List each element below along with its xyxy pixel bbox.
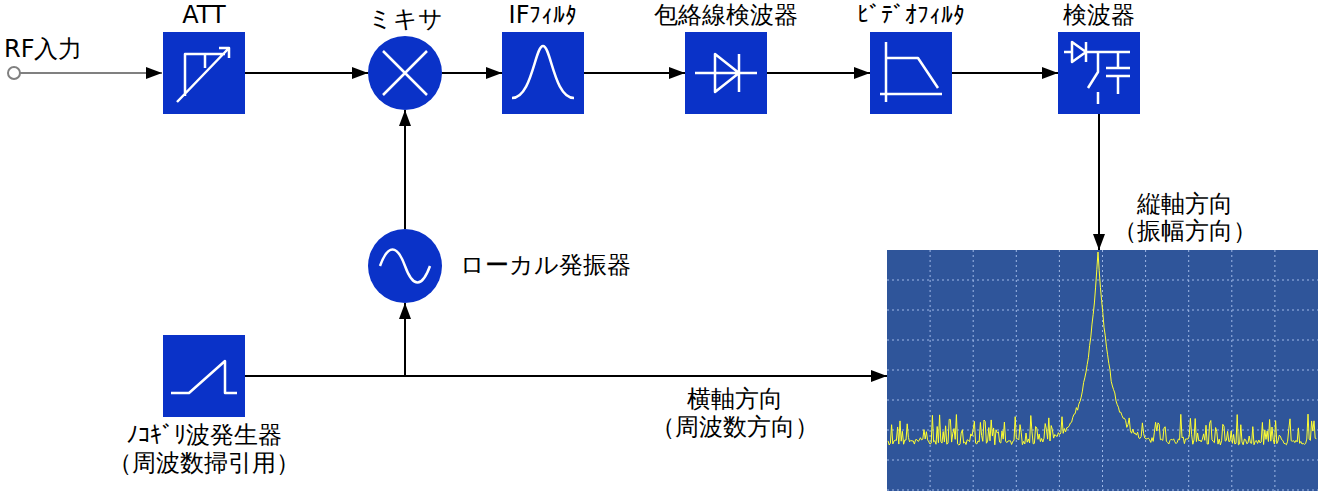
box-fill (1058, 32, 1140, 114)
box-fill (870, 32, 952, 114)
block-symbol (880, 42, 942, 102)
detector-box: 検波器 (1058, 32, 1140, 114)
block-symbol (383, 51, 427, 95)
signal-arrow (442, 72, 502, 74)
block-symbol (512, 46, 574, 98)
node-shape (685, 32, 767, 114)
block-label: ATT (182, 2, 225, 30)
axis-label: 縦軸方向 （振幅方向） (1113, 191, 1257, 246)
port-label: RF入力 (4, 36, 82, 64)
block-label: IFﾌｨﾙﾀ (509, 2, 578, 30)
signal-arrow (1098, 114, 1100, 250)
block-label: ﾉｺｷﾞﾘ波発生器 （周波数掃引用） (108, 422, 300, 477)
mixer-circle: ミキサ (368, 36, 442, 110)
block-symbol (695, 54, 757, 92)
block-symbol (1064, 42, 1130, 104)
block-label: ﾋﾞﾃﾞｵﾌｨﾙﾀ (857, 2, 965, 30)
spectrum-trace (888, 252, 1316, 445)
signal-arrow (245, 375, 887, 377)
display-screen (887, 250, 1318, 491)
envelope-detector-box: 包絡線検波器 (685, 32, 767, 114)
signal-arrow (584, 72, 685, 74)
node-shape (870, 32, 952, 114)
node-shape (1058, 32, 1140, 114)
node-shape (163, 32, 245, 114)
grid-line (887, 460, 1318, 461)
signal-arrow (952, 72, 1058, 74)
grid-line (887, 280, 1318, 281)
node-shape (368, 36, 442, 110)
box-fill (163, 335, 245, 417)
grid-line (930, 250, 931, 491)
video-filter-box: ﾋﾞﾃﾞｵﾌｨﾙﾀ (870, 32, 952, 114)
grid-line (1145, 250, 1146, 491)
box-fill (685, 32, 767, 114)
circle-fill (368, 229, 442, 303)
node-shape (502, 32, 584, 114)
box-fill (502, 32, 584, 114)
attenuator-box: ATT (163, 32, 245, 114)
block-label: ミキサ (368, 6, 443, 34)
block-symbol (380, 250, 430, 283)
spectrum-line (888, 252, 1316, 445)
signal-arrow (245, 72, 368, 74)
axis-label: 横軸方向 （周波数方向） (651, 386, 819, 441)
block-symbol (171, 361, 237, 393)
screen-grid (887, 250, 1318, 491)
signal-arrow (245, 303, 405, 376)
grid-line (1059, 250, 1060, 491)
grid-line (1016, 250, 1017, 491)
input-wire (20, 72, 162, 74)
block-label: ローカル発振器 (460, 252, 631, 280)
block-label: 検波器 (1063, 2, 1135, 30)
filter-box: IFﾌｨﾙﾀ (502, 32, 584, 114)
screen-background (887, 250, 1318, 491)
signal-arrow (767, 72, 870, 74)
sawtooth-generator-box: ﾉｺｷﾞﾘ波発生器 （周波数掃引用） (163, 335, 245, 417)
grid-line (1274, 250, 1275, 491)
node-shape (368, 229, 442, 303)
circle-fill (368, 36, 442, 110)
oscillator-circle: ローカル発振器 (368, 229, 442, 303)
input-terminal (8, 67, 20, 79)
grid-line (887, 340, 1318, 341)
signal-arrow (404, 110, 406, 229)
grid-line (887, 370, 1318, 371)
block-label: 包絡線検波器 (654, 2, 798, 30)
grid-line (887, 490, 1318, 491)
grid-line (887, 400, 1318, 401)
node-shape (163, 335, 245, 417)
box-fill (163, 32, 245, 114)
block-symbol (177, 48, 229, 102)
